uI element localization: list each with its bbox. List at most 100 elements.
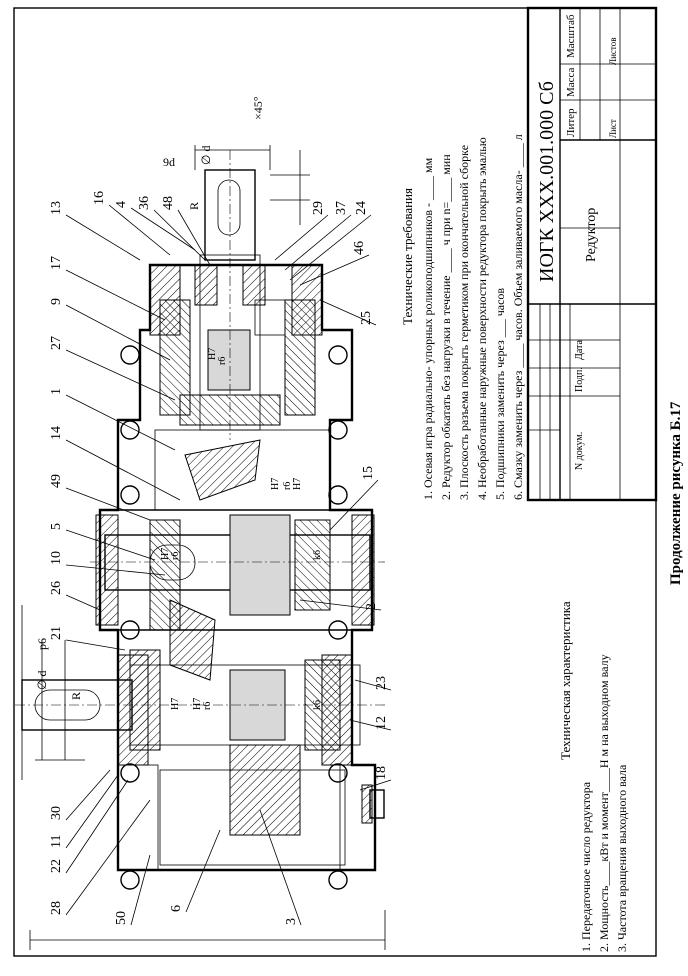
- callout-leader: [299, 599, 382, 611]
- header-sheets: Листов: [608, 38, 618, 65]
- header-scale: Масштаб: [565, 14, 577, 58]
- callout-number: 27: [49, 336, 64, 350]
- fit-10: k6: [312, 700, 323, 710]
- drain-plug: [361, 784, 385, 824]
- dimension-lines: [21, 145, 386, 950]
- callout-number: 25: [359, 311, 374, 325]
- callout-leader: [65, 214, 141, 261]
- callout-leader: [65, 487, 151, 521]
- callout-leader: [259, 809, 302, 926]
- tech-req-2: 2. Редуктор обкатать без нагрузки в тече…: [439, 154, 453, 500]
- callout-leader: [65, 304, 171, 361]
- input-shaft: [179, 150, 286, 440]
- header-sheet: Лист: [608, 119, 618, 138]
- bolt-holes: [120, 345, 348, 890]
- callout-number: 17: [49, 256, 64, 270]
- callout-leader: [65, 439, 181, 501]
- callout-leader: [329, 479, 379, 531]
- fit-8: r6: [170, 552, 181, 560]
- callout-leader: [359, 779, 392, 791]
- fit-labels: H7 r6 k6 H7 H7 r6 H7 r6 H7 k6 H7 r6: [160, 348, 323, 710]
- tech-req-5: 5. Подшипники заменить через ___ часов: [493, 288, 507, 500]
- callout-number: 21: [49, 626, 64, 640]
- fit-5: H7: [207, 348, 218, 360]
- callout-number: 37: [334, 201, 349, 215]
- callout-leader: [65, 779, 129, 874]
- callout-number: 30: [49, 806, 64, 820]
- tech-requirements: Технические требования 1. Осевая игра ра…: [400, 134, 525, 500]
- dim-d-top: ∅ d: [199, 146, 213, 165]
- tech-characteristics: Техническая характеристика 1. Передаточн…: [558, 601, 629, 952]
- intermediate-shaft: [90, 514, 385, 616]
- callout-leader: [65, 269, 166, 321]
- callout-leader: [130, 854, 151, 926]
- title-block: ИОГК XXX.001.000 Сб Редуктор Литер Масса…: [526, 6, 658, 502]
- callout-number: 2: [364, 603, 379, 610]
- header-mass: Масса: [565, 67, 577, 97]
- callout-leader: [349, 719, 392, 731]
- dimension-labels: ×45° 9d ∅ d R ∅ d R p6: [35, 96, 265, 700]
- fit-6: r6: [217, 357, 228, 365]
- callout-leader: [65, 349, 176, 401]
- callout-leader: [65, 799, 151, 916]
- callout-number: 14: [49, 426, 64, 440]
- callout-leader: [65, 774, 119, 849]
- callout-number: 18: [374, 766, 389, 780]
- title-name: Редуктор: [584, 208, 599, 262]
- col-n-doc: N докум.: [574, 432, 585, 470]
- callout-leader: [65, 564, 166, 576]
- fit-2: r6: [282, 482, 293, 490]
- tech-char-3: 3. Частота вращения выходного вала: [615, 764, 629, 952]
- tech-req-heading: Технические требования: [400, 188, 415, 325]
- callout-number: 10: [49, 551, 64, 565]
- tech-char-1: 1. Передаточное число редуктора: [579, 781, 593, 952]
- callout-leader: [177, 209, 211, 266]
- callout-number: 26: [49, 581, 64, 595]
- tech-req-3: 3. Плоскость разъема покрыть герметиком …: [457, 145, 471, 500]
- tech-req-4: 4. Необработанные наружные поверхности р…: [475, 137, 489, 500]
- callout-number: 28: [49, 901, 64, 915]
- callout-number: 1: [49, 388, 64, 395]
- callout-leader: [65, 639, 126, 651]
- dim-angle: ×45°: [251, 96, 265, 120]
- callout-number: 11: [49, 835, 64, 848]
- callout-number: 49: [49, 474, 64, 488]
- dim-r-top: R: [187, 202, 201, 210]
- callout-number: 4: [114, 201, 129, 208]
- callout-leader: [354, 679, 392, 691]
- callout-leader: [274, 214, 329, 261]
- callout-number: 5: [49, 523, 64, 530]
- callout-leader: [130, 207, 196, 251]
- output-shaft: [15, 649, 385, 836]
- figure-caption: Продолжение рисунка Б.17: [668, 401, 684, 585]
- callout-number: 9: [49, 298, 64, 305]
- callout-leader: [299, 254, 370, 286]
- dim-d-left: ∅ d: [35, 671, 49, 690]
- callout-number: 16: [92, 191, 107, 205]
- callout-number: 46: [352, 241, 367, 255]
- fit-1: H7: [270, 478, 281, 490]
- tech-req-1: 1. Осевая игра радиально- упорных ролико…: [421, 157, 435, 500]
- title-designation: ИОГК XXX.001.000 Сб: [536, 81, 558, 282]
- fit-12: r6: [202, 702, 213, 710]
- callout-number: 24: [354, 201, 369, 215]
- callout-leader: [65, 594, 101, 611]
- dim-r-left: R: [69, 692, 83, 700]
- callout-number: 22: [49, 859, 64, 873]
- fit-11: H7: [170, 698, 181, 710]
- callout-leader: [284, 214, 352, 271]
- fit-9: H7: [192, 698, 203, 710]
- callout-leader: [185, 829, 221, 913]
- callout-leader: [65, 529, 156, 561]
- fit-4: H7: [292, 478, 303, 490]
- callout-number: 3: [284, 918, 299, 925]
- callout-leader: [65, 394, 176, 451]
- callout-number: 36: [137, 196, 152, 210]
- dim-d-top-label: 9d: [163, 155, 175, 169]
- tech-char-heading: Техническая характеристика: [558, 601, 573, 760]
- callout-leader: [153, 209, 206, 261]
- col-date: Дата: [574, 340, 585, 360]
